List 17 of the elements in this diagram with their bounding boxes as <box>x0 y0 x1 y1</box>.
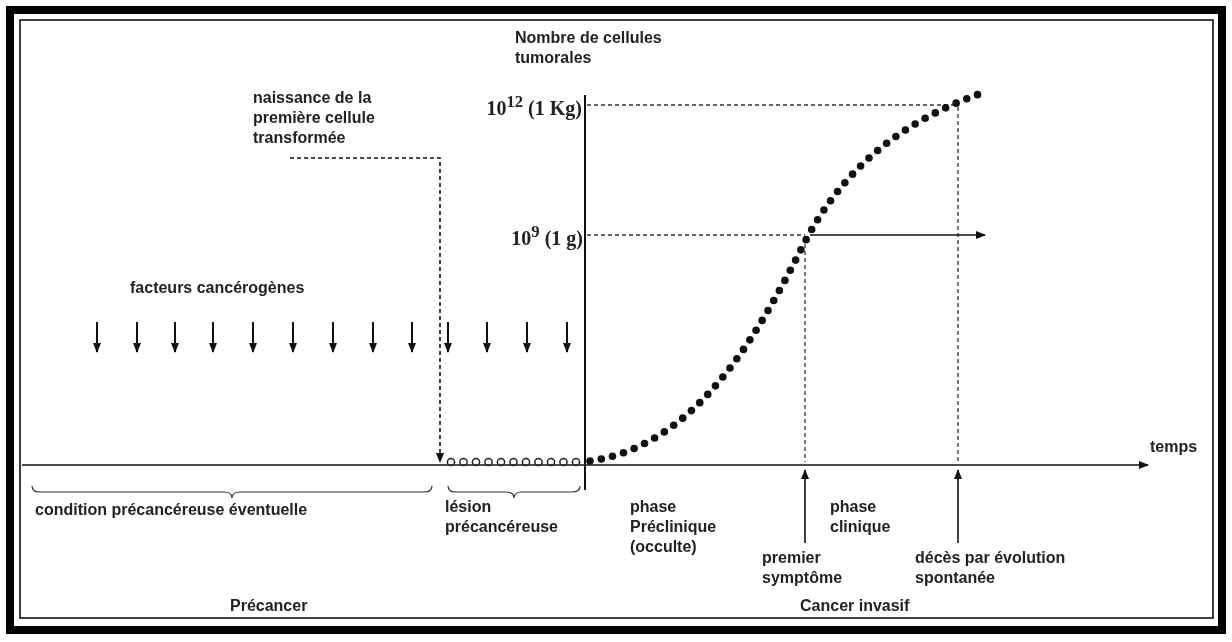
annotation-text: condition précancéreuse éventuelle <box>35 500 309 520</box>
annotation-text: premier symptôme <box>762 548 882 588</box>
leader-arrow <box>954 469 962 544</box>
section-label: Cancer invasif <box>800 596 911 616</box>
annotation-text: facteurs cancérogènes <box>130 278 306 298</box>
axis-title: Nombre de cellules tumorales <box>515 28 663 68</box>
axis-title: temps <box>1150 437 1199 457</box>
leader-arrow <box>289 157 444 463</box>
tick-label: 10$^{12}$ (1 Kg) <box>485 92 582 118</box>
annotation-text: naissance de la première cellule transformée <box>253 88 428 148</box>
tick-label: 10$^{9}$ (1 g) <box>510 222 583 248</box>
annotation-text: phase Préclinique (occulte) <box>630 497 718 557</box>
section-label: Précancer <box>230 596 309 616</box>
leader-arrow <box>801 469 809 544</box>
annotation-text: phase clinique <box>830 497 892 537</box>
annotation-text: lésion précancéreuse <box>445 497 559 537</box>
annotation-text: décès par évolution spontanée <box>915 548 1105 588</box>
